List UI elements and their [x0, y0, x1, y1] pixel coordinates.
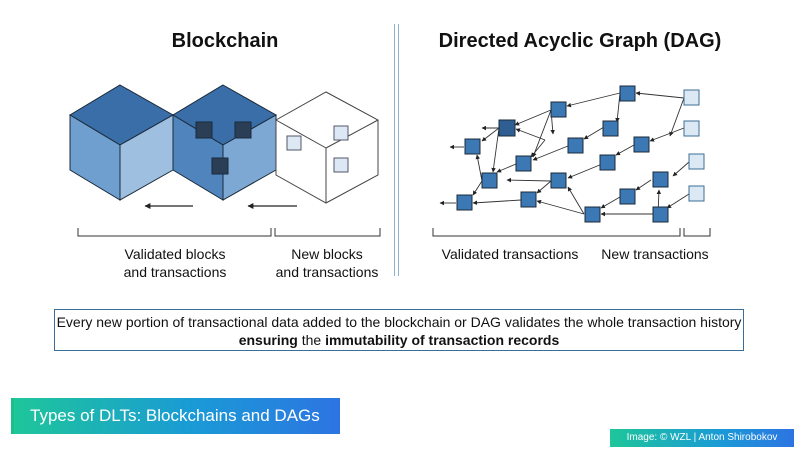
validation-note: Every new portion of transactional data … — [54, 309, 744, 351]
dag-edges — [439, 91, 690, 217]
label-validated-transactions: Validated transactions — [441, 246, 579, 262]
dag-new-nodes — [683, 89, 705, 202]
bracket-new-tx — [683, 228, 711, 237]
label-new-blocks: New blocks and transactions — [275, 246, 379, 280]
validated-block-2 — [172, 84, 278, 201]
bracket-validated-tx — [432, 228, 681, 237]
section-divider — [394, 24, 395, 276]
bracket-validated-blocks — [77, 228, 272, 237]
label-validated-blocks: Validated blocks and transactions — [123, 246, 227, 280]
diagram-canvas — [69, 84, 711, 237]
new-block — [275, 91, 379, 204]
dag-title: Directed Acyclic Graph (DAG) — [438, 30, 722, 52]
image-credit: Image: © WZL | Anton Shirobokov — [610, 429, 794, 447]
topic-banner: Types of DLTs: Blockchains and DAGs — [14, 398, 340, 434]
validated-block-1 — [69, 84, 175, 201]
label-new-transactions: New transactions — [601, 246, 709, 262]
dag-validated-nodes — [456, 85, 669, 223]
bracket-new-blocks — [274, 228, 381, 237]
blockchain-title: Blockchain — [171, 30, 279, 52]
